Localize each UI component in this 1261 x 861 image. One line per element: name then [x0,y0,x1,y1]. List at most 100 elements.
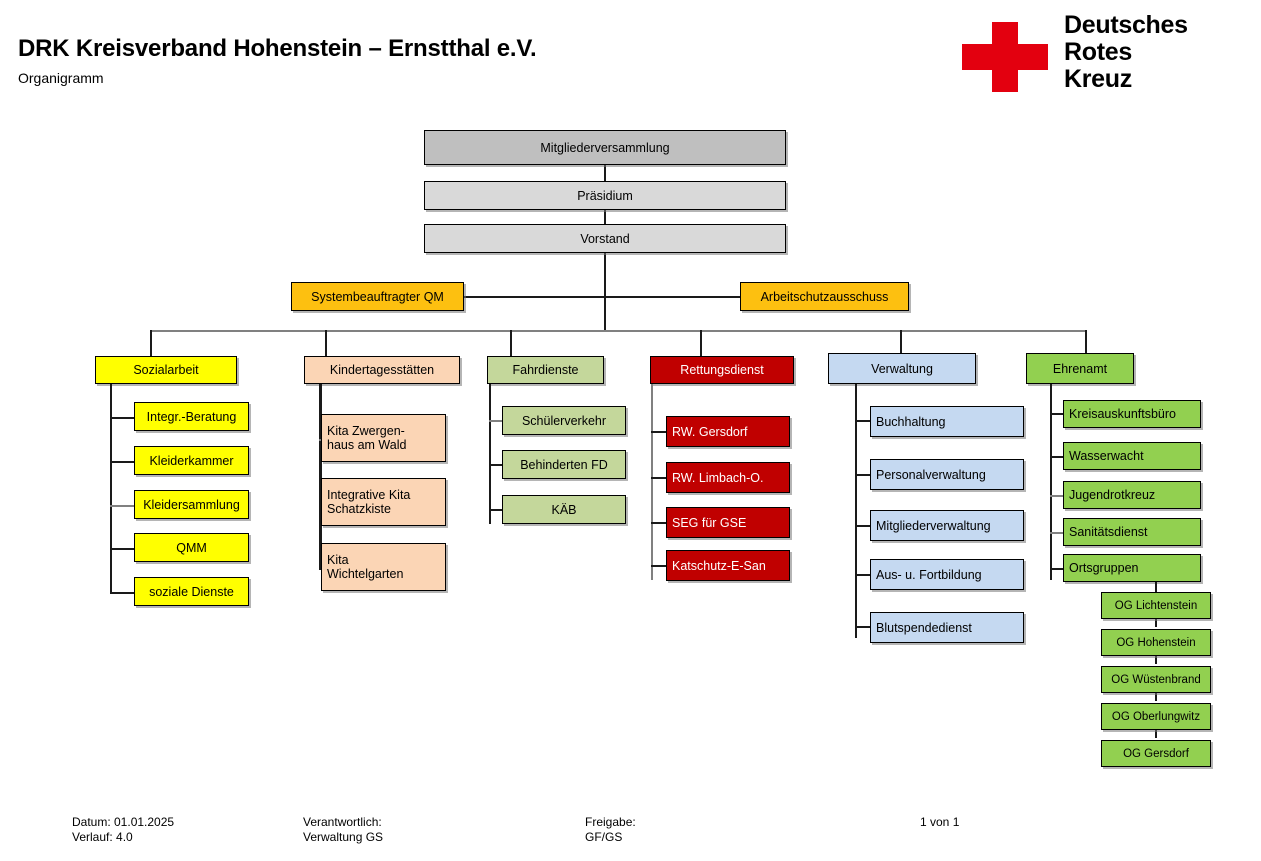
node-verwaltung[interactable]: Verwaltung [828,353,976,384]
node-systembeauftragter-qm[interactable]: Systembeauftragter QM [291,282,464,311]
connector-trunk-verwaltung [855,384,857,638]
footer-date: Datum: 01.01.2025 Verlauf: 4.0 [72,815,175,844]
node-label: Kita Zwergen- haus am Wald [327,424,407,452]
node-label: OG Oberlungwitz [1111,710,1201,723]
node-og-wuestenbrand[interactable]: OG Wüstenbrand [1101,666,1211,693]
node-og-oberlungwitz[interactable]: OG Oberlungwitz [1101,703,1211,730]
logo-line-1: Deutsches [1064,11,1188,39]
node-kita-wichtelgarten[interactable]: Kita Wichtelgarten [321,543,446,591]
node-label: Ortsgruppen [1069,561,1139,575]
connector-og-chain-1 [1155,619,1157,627]
node-label: Integrative Kita Schatzkiste [327,488,411,516]
connector-staff-right-arm [604,296,740,298]
connector-stub-sozialarbeit-4 [110,548,134,550]
node-blutspendedienst[interactable]: Blutspendedienst [870,612,1024,643]
connector-stub-ehrenamt-1 [1050,413,1066,415]
node-label: Rettungsdienst [680,363,764,377]
node-katschutz-e-san[interactable]: Katschutz-E-San [666,550,790,581]
node-kaeb[interactable]: KÄB [502,495,626,524]
logo-wordmark: Deutsches Rotes Kreuz [1064,12,1188,93]
node-schuelerverkehr[interactable]: Schülerverkehr [502,406,626,435]
node-label: Wasserwacht [1069,449,1144,463]
node-behinderten-fd[interactable]: Behinderten FD [502,450,626,479]
logo-line-3: Kreuz [1064,65,1132,93]
node-kita-zwergenhaus[interactable]: Kita Zwergen- haus am Wald [321,414,446,462]
node-ortsgruppen[interactable]: Ortsgruppen [1063,554,1201,582]
node-mitgliederversammlung[interactable]: Mitgliederversammlung [424,130,786,165]
drk-logo: Deutsches Rotes Kreuz [962,10,1212,102]
node-jugendrotkreuz[interactable]: Jugendrotkreuz [1063,481,1201,509]
logo-line-2: Rotes [1064,38,1132,66]
connector-stub-sozialarbeit-2 [110,461,134,463]
connector-stub-fahrdienste-3 [489,509,503,511]
node-fahrdienste[interactable]: Fahrdienste [487,356,604,384]
page-title: DRK Kreisverband Hohenstein – Ernstthal … [18,35,537,62]
connector-presidium-board [604,210,606,224]
node-rettungsdienst[interactable]: Rettungsdienst [650,356,794,384]
connector-stub-rettungsdienst-2 [651,477,667,479]
node-label: Integr.-Beratung [146,409,237,424]
node-label: OG Wüstenbrand [1111,673,1201,686]
node-label: RW. Limbach-O. [672,470,764,485]
node-label: Mitgliederversammlung [540,140,670,155]
node-kreisauskunftsbuero[interactable]: Kreisauskunftsbüro [1063,400,1201,428]
node-qmm[interactable]: QMM [134,533,249,562]
node-seg-fuer-gse[interactable]: SEG für GSE [666,507,790,538]
connector-trunk-fahrdienste [489,384,491,524]
node-arbeitschutzausschuss[interactable]: Arbeitschutzausschuss [740,282,909,311]
connector-drop-verwaltung [900,330,902,356]
connector-stub-ehrenamt-3 [1050,495,1066,497]
connector-drop-rettungsdienst [700,330,702,356]
node-mitgliederverwaltung[interactable]: Mitgliederverwaltung [870,510,1024,541]
node-label: SEG für GSE [672,515,747,530]
node-label: OG Gersdorf [1123,747,1189,760]
node-kita-schatzkiste[interactable]: Integrative Kita Schatzkiste [321,478,446,526]
node-label: Kleiderkammer [149,453,234,468]
node-label: Personalverwaltung [876,467,986,482]
node-label: Vorstand [580,231,630,246]
node-personalverwaltung[interactable]: Personalverwaltung [870,459,1024,490]
node-praesidium[interactable]: Präsidium [424,181,786,210]
node-integr-beratung[interactable]: Integr.-Beratung [134,402,249,431]
node-kindertagesstaetten[interactable]: Kindertagesstätten [304,356,460,384]
node-label: Behinderten FD [520,457,608,472]
connector-staff-left-arm [464,296,606,298]
node-sozialarbeit[interactable]: Sozialarbeit [95,356,237,384]
node-label: Mitgliederverwaltung [876,518,991,533]
node-sanitaetsdienst[interactable]: Sanitätsdienst [1063,518,1201,546]
connector-stub-verwaltung-1 [855,420,871,422]
footer-page: 1 von 1 [920,815,960,829]
node-og-lichtenstein[interactable]: OG Lichtenstein [1101,592,1211,619]
node-label: Präsidium [577,188,633,203]
node-soziale-dienste[interactable]: soziale Dienste [134,577,249,606]
connector-og-chain-3 [1155,693,1157,701]
red-cross-icon [962,22,1048,92]
node-kleidersammlung[interactable]: Kleidersammlung [134,490,249,519]
node-og-gersdorf[interactable]: OG Gersdorf [1101,740,1211,767]
node-label: Sozialarbeit [133,363,199,377]
connector-stub-rettungsdienst-3 [651,522,667,524]
connector-stub-sozialarbeit-5 [110,592,134,594]
node-ehrenamt[interactable]: Ehrenamt [1026,353,1134,384]
node-rw-limbach[interactable]: RW. Limbach-O. [666,462,790,493]
connector-assembly-presidium [604,165,606,181]
node-kleiderkammer[interactable]: Kleiderkammer [134,446,249,475]
connector-og-chain-4 [1155,730,1157,738]
node-label: Jugendrotkreuz [1069,488,1156,502]
connector-stub-verwaltung-3 [855,525,871,527]
node-rw-gersdorf[interactable]: RW. Gersdorf [666,416,790,447]
node-label: OG Hohenstein [1116,636,1196,649]
node-buchhaltung[interactable]: Buchhaltung [870,406,1024,437]
node-aus-fortbildung[interactable]: Aus- u. Fortbildung [870,559,1024,590]
node-label: Arbeitschutzausschuss [760,289,889,304]
node-vorstand[interactable]: Vorstand [424,224,786,253]
node-og-hohenstein[interactable]: OG Hohenstein [1101,629,1211,656]
connector-trunk-ehrenamt [1050,384,1052,580]
node-label: Kleidersammlung [143,497,240,512]
node-wasserwacht[interactable]: Wasserwacht [1063,442,1201,470]
node-label: Systembeauftragter QM [311,289,444,304]
connector-stub-sozialarbeit-1 [110,417,134,419]
connector-og-chain-0 [1155,582,1157,592]
node-label: Blutspendedienst [876,620,972,635]
connector-stub-rettungsdienst-4 [651,565,667,567]
